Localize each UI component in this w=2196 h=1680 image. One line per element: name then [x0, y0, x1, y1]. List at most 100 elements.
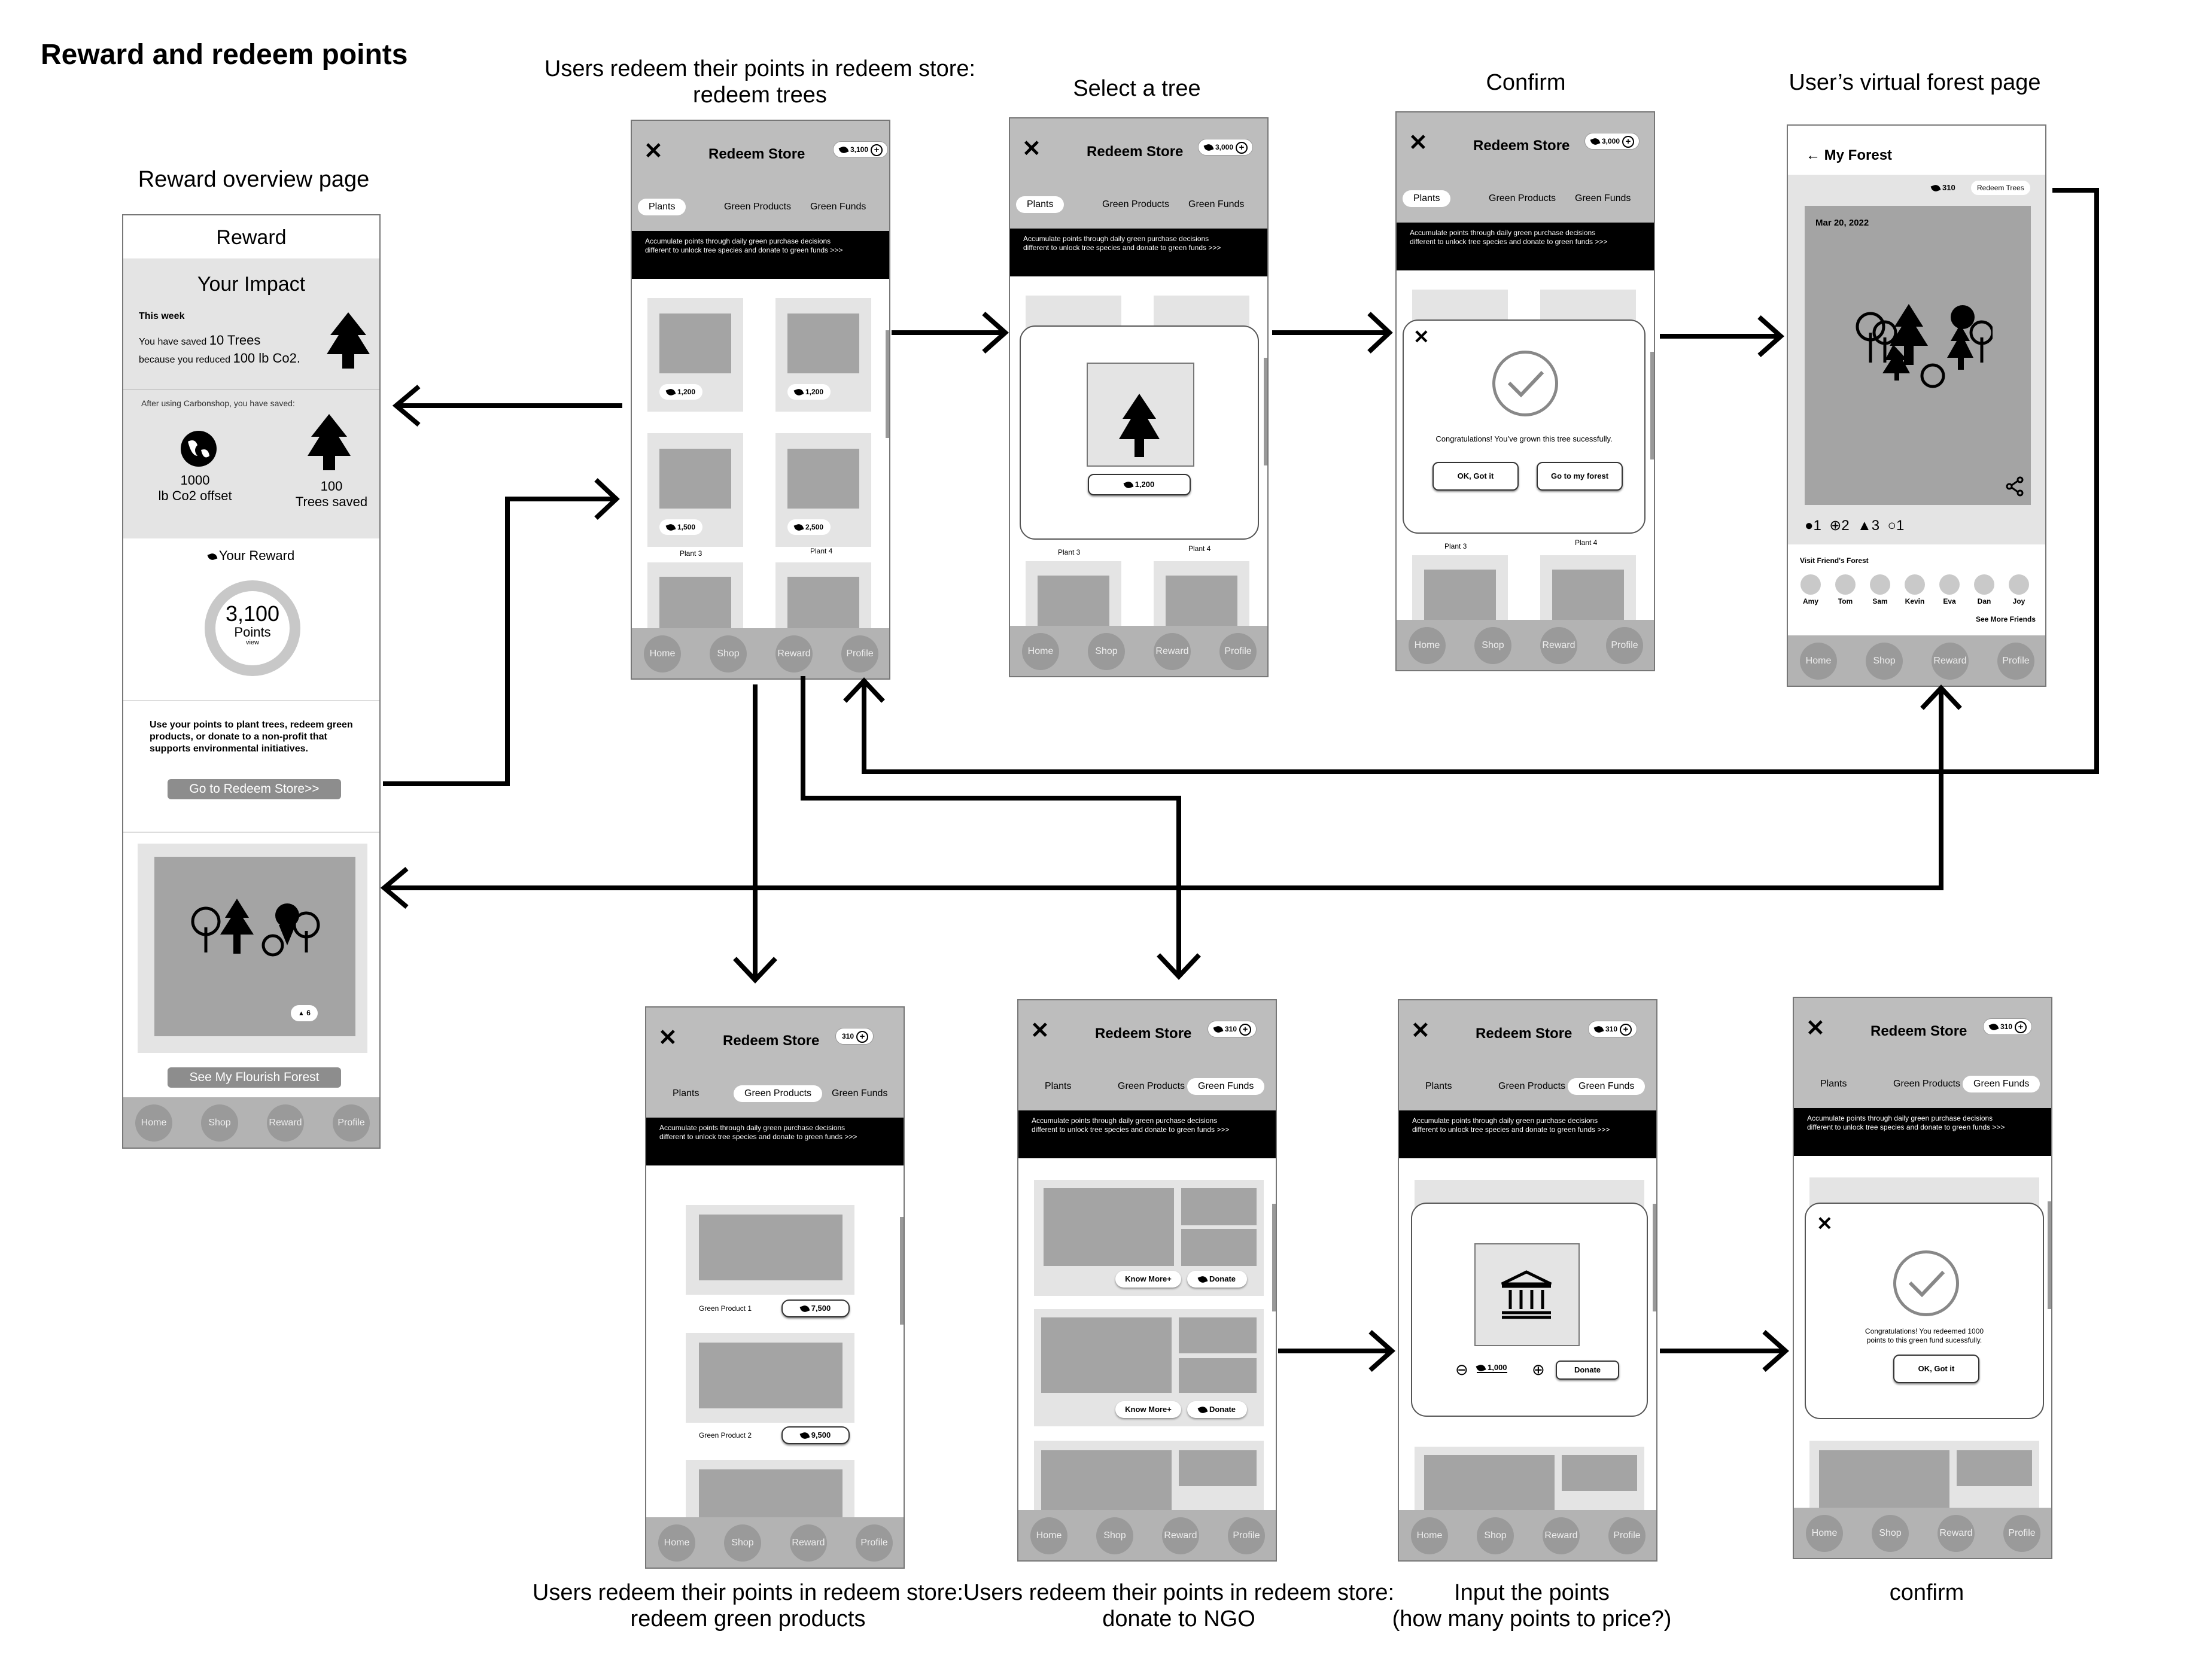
- minus-icon[interactable]: ⊖: [1455, 1361, 1468, 1378]
- close-icon[interactable]: ✕: [1409, 130, 1428, 156]
- nav-shop[interactable]: Shop: [1872, 1515, 1909, 1552]
- nav-shop[interactable]: Shop: [201, 1104, 238, 1142]
- nav-home[interactable]: Home: [1806, 1515, 1843, 1552]
- store-banner[interactable]: Accumulate points through daily green pu…: [632, 231, 889, 279]
- points-pill[interactable]: 3,100+: [833, 141, 889, 158]
- tab-green-funds[interactable]: Green Funds: [1187, 1078, 1265, 1095]
- go-redeem-store-button[interactable]: Go to Redeem Store>>: [168, 779, 341, 799]
- points-pill[interactable]: 3,000+: [1584, 133, 1640, 150]
- know-more-button[interactable]: Know More+: [1115, 1401, 1181, 1418]
- friend-avatar[interactable]: Dan: [1972, 574, 1996, 605]
- close-icon[interactable]: ✕: [1413, 326, 1429, 348]
- tab-green-products[interactable]: Green Products: [1893, 1079, 1961, 1089]
- nav-profile[interactable]: Profile: [333, 1104, 370, 1142]
- tab-green-funds[interactable]: Green Funds: [810, 202, 866, 212]
- points-pill[interactable]: 310+: [1588, 1021, 1638, 1037]
- product-price-button[interactable]: 9,500: [781, 1426, 850, 1444]
- friend-avatar[interactable]: Kevin: [1903, 574, 1927, 605]
- see-more-friends-link[interactable]: See More Friends: [1975, 615, 2036, 623]
- scrollbar[interactable]: [886, 330, 889, 438]
- nav-reward[interactable]: Reward: [1154, 633, 1191, 670]
- nav-home[interactable]: Home: [1411, 1517, 1448, 1554]
- points-pill[interactable]: 310+: [835, 1028, 874, 1045]
- close-icon[interactable]: ✕: [1817, 1213, 1833, 1234]
- nav-reward[interactable]: Reward: [1543, 1517, 1580, 1554]
- tab-plants[interactable]: Plants: [673, 1088, 699, 1098]
- tab-plants[interactable]: Plants: [1016, 196, 1064, 213]
- nav-profile[interactable]: Profile: [1228, 1517, 1265, 1554]
- nav-reward[interactable]: Reward: [1932, 643, 1969, 680]
- close-icon[interactable]: ✕: [1806, 1016, 1825, 1041]
- nav-profile[interactable]: Profile: [1608, 1517, 1646, 1554]
- nav-profile[interactable]: Profile: [856, 1524, 893, 1562]
- tab-plants[interactable]: Plants: [638, 199, 686, 215]
- store-banner[interactable]: Accumulate points through daily green pu…: [1794, 1108, 2051, 1156]
- redeem-trees-button[interactable]: Redeem Trees: [1971, 181, 2030, 195]
- store-banner[interactable]: Accumulate points through daily green pu…: [1018, 1110, 1276, 1158]
- donate-button[interactable]: Donate: [1556, 1361, 1619, 1380]
- nav-reward[interactable]: Reward: [775, 635, 813, 672]
- go-to-forest-button[interactable]: Go to my forest: [1537, 462, 1623, 491]
- close-icon[interactable]: ✕: [644, 139, 663, 164]
- nav-home[interactable]: Home: [644, 635, 681, 672]
- nav-shop[interactable]: Shop: [1088, 633, 1125, 670]
- points-pill[interactable]: 310+: [1208, 1021, 1257, 1037]
- store-banner[interactable]: Accumulate points through daily green pu…: [646, 1118, 904, 1165]
- close-icon[interactable]: ✕: [658, 1025, 677, 1051]
- nav-home[interactable]: Home: [135, 1104, 172, 1142]
- tab-green-funds[interactable]: Green Funds: [1188, 199, 1245, 209]
- close-icon[interactable]: ✕: [1030, 1018, 1050, 1043]
- nav-shop[interactable]: Shop: [1474, 627, 1511, 664]
- store-banner[interactable]: Accumulate points through daily green pu…: [1397, 223, 1654, 270]
- nav-shop[interactable]: Shop: [1866, 643, 1903, 680]
- tab-plants[interactable]: Plants: [1820, 1079, 1847, 1089]
- nav-profile[interactable]: Profile: [1997, 643, 2034, 680]
- plus-icon[interactable]: ⊕: [1532, 1361, 1545, 1378]
- know-more-button[interactable]: Know More+: [1115, 1271, 1181, 1288]
- nav-shop[interactable]: Shop: [724, 1524, 761, 1562]
- friend-avatar[interactable]: Tom: [1833, 574, 1857, 605]
- tab-green-products[interactable]: Green Products: [734, 1085, 823, 1102]
- nav-home[interactable]: Home: [1022, 633, 1059, 670]
- tab-green-funds[interactable]: Green Funds: [1963, 1076, 2040, 1092]
- price-button[interactable]: 1,200: [1088, 474, 1191, 495]
- store-banner[interactable]: Accumulate points through daily green pu…: [1010, 229, 1267, 276]
- tab-plants[interactable]: Plants: [1045, 1081, 1072, 1091]
- nav-home[interactable]: Home: [1409, 627, 1446, 664]
- tab-green-funds[interactable]: Green Funds: [832, 1088, 888, 1098]
- nav-home[interactable]: Home: [1800, 643, 1837, 680]
- friend-avatar[interactable]: Amy: [1799, 574, 1823, 605]
- points-pill[interactable]: 3,000+: [1198, 139, 1254, 156]
- nav-shop[interactable]: Shop: [1096, 1517, 1133, 1554]
- friend-avatar[interactable]: Eva: [1938, 574, 1961, 605]
- ok-button[interactable]: OK, Got it: [1432, 462, 1519, 491]
- donate-button[interactable]: Donate: [1187, 1271, 1247, 1288]
- friend-avatar[interactable]: Joy: [2007, 574, 2031, 605]
- close-icon[interactable]: ✕: [1411, 1018, 1430, 1043]
- nav-profile[interactable]: Profile: [1606, 627, 1643, 664]
- nav-home[interactable]: Home: [658, 1524, 695, 1562]
- points-pill[interactable]: 310+: [1983, 1018, 2033, 1035]
- back-arrow-icon[interactable]: ←: [1806, 147, 1820, 163]
- donate-button[interactable]: Donate: [1187, 1401, 1247, 1418]
- tab-green-products[interactable]: Green Products: [724, 202, 792, 212]
- nav-reward[interactable]: Reward: [790, 1524, 827, 1562]
- nav-shop[interactable]: Shop: [710, 635, 747, 672]
- friend-avatar[interactable]: Sam: [1868, 574, 1892, 605]
- nav-profile[interactable]: Profile: [841, 635, 878, 672]
- nav-home[interactable]: Home: [1030, 1517, 1067, 1554]
- nav-profile[interactable]: Profile: [1219, 633, 1257, 670]
- tab-green-funds[interactable]: Green Funds: [1575, 193, 1631, 203]
- nav-shop[interactable]: Shop: [1477, 1517, 1514, 1554]
- tab-green-products[interactable]: Green Products: [1489, 193, 1556, 203]
- nav-reward[interactable]: Reward: [1540, 627, 1577, 664]
- share-icon[interactable]: [2006, 476, 2025, 497]
- product-price-button[interactable]: 7,500: [781, 1299, 850, 1317]
- store-banner[interactable]: Accumulate points through daily green pu…: [1399, 1110, 1656, 1158]
- nav-reward[interactable]: Reward: [267, 1104, 304, 1142]
- tab-plants[interactable]: Plants: [1425, 1081, 1452, 1091]
- points-input[interactable]: 1,000: [1476, 1363, 1507, 1373]
- forest-header[interactable]: ← My Forest: [1806, 147, 1893, 163]
- close-icon[interactable]: ✕: [1022, 136, 1041, 162]
- tab-green-products[interactable]: Green Products: [1102, 199, 1170, 209]
